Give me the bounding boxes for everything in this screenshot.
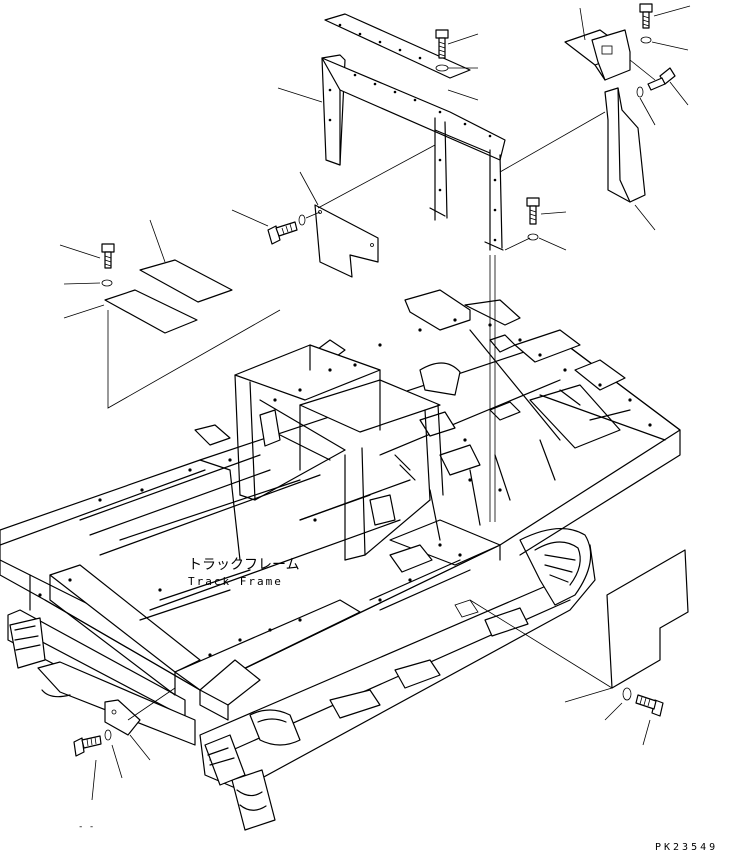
washer-bottom-right	[622, 687, 632, 701]
bolt-mid-left	[267, 221, 298, 245]
track-frame-label-jp: トラックフレーム	[188, 557, 300, 573]
bottom-mark: - -	[78, 822, 94, 832]
right-track	[199, 527, 596, 831]
bolt-left	[101, 243, 115, 269]
bolt-bottom-right	[635, 694, 664, 717]
small-bracket-bottom-left	[104, 687, 176, 736]
track-frame-assembly	[0, 289, 681, 831]
support-bracket-assembly	[321, 13, 506, 251]
washer-top-right	[640, 36, 652, 44]
washer-bottom-left	[104, 729, 112, 741]
bolt-right-angled	[647, 67, 676, 91]
center-stand	[234, 344, 444, 561]
frame-fastener-dots	[38, 318, 652, 657]
bolt-bottom-left	[73, 735, 102, 757]
side-cover-right	[604, 87, 646, 203]
washer-top-center	[435, 64, 449, 72]
floor-plates-left	[104, 259, 281, 409]
washer-left	[101, 279, 113, 287]
track-frame-label-en: Track Frame	[188, 575, 283, 588]
frame-deck	[0, 289, 681, 721]
mount-bracket-top-right	[564, 29, 631, 81]
washer-mid-right	[527, 233, 539, 241]
washer-right-angled	[636, 86, 644, 98]
drawing-code: PK23549	[655, 842, 718, 853]
leader-lines	[59, 5, 691, 801]
washer-mid-left	[298, 214, 306, 226]
cover-plate-center	[314, 204, 379, 278]
bolt-mid-right	[526, 197, 540, 225]
bolt-top-center	[435, 29, 449, 59]
bolt-top-right	[639, 3, 653, 29]
